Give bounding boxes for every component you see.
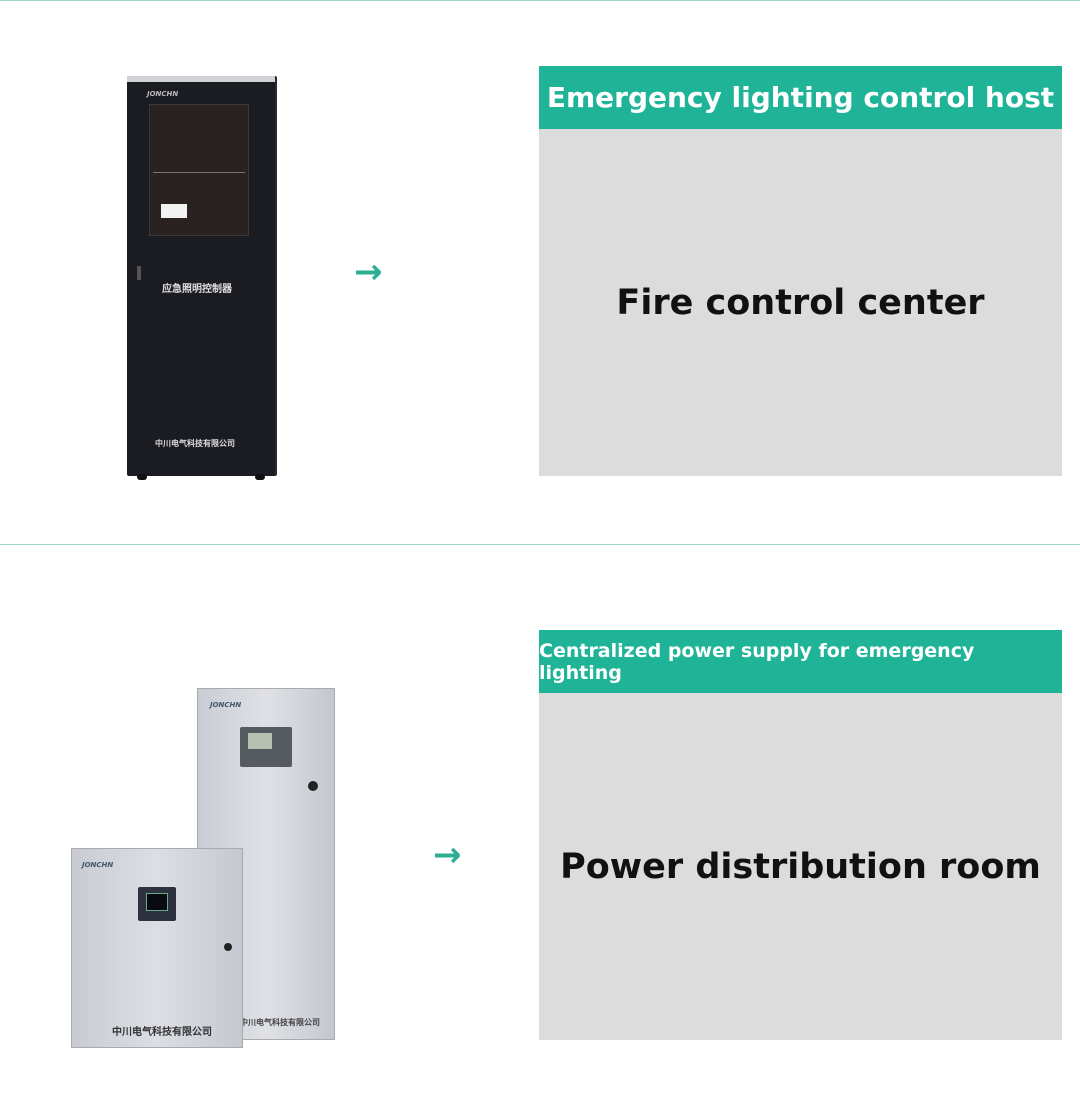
divider-middle [0,544,1080,545]
card-location: Fire control center [616,282,985,323]
arrow-right-icon: → [354,252,383,292]
arrow-right-icon: → [433,835,462,875]
card-location: Power distribution room [560,846,1041,887]
info-card-control-host: Emergency lighting control host Fire con… [539,66,1062,476]
card-header: Emergency lighting control host [539,66,1062,129]
product-label: 应急照明控制器 [162,284,232,295]
logo-text: JONCHN [147,90,179,98]
divider-top [0,0,1080,1]
control-host-cabinet-image: JONCHN 应急照明控制器 中川电气科技有限公司 [127,76,275,480]
power-supply-cabinet-small-image: JONCHN 中川电气科技有限公司 [71,848,243,1048]
info-card-power-supply: Centralized power supply for emergency l… [539,630,1062,1040]
company-label: 中川电气科技有限公司 [155,439,235,448]
logo-text: JONCHN [82,861,114,869]
card-header: Centralized power supply for emergency l… [539,630,1062,693]
company-label: 中川电气科技有限公司 [112,1027,212,1038]
logo-text: JONCHN [210,701,242,709]
company-label: 中川电气科技有限公司 [240,1018,320,1027]
